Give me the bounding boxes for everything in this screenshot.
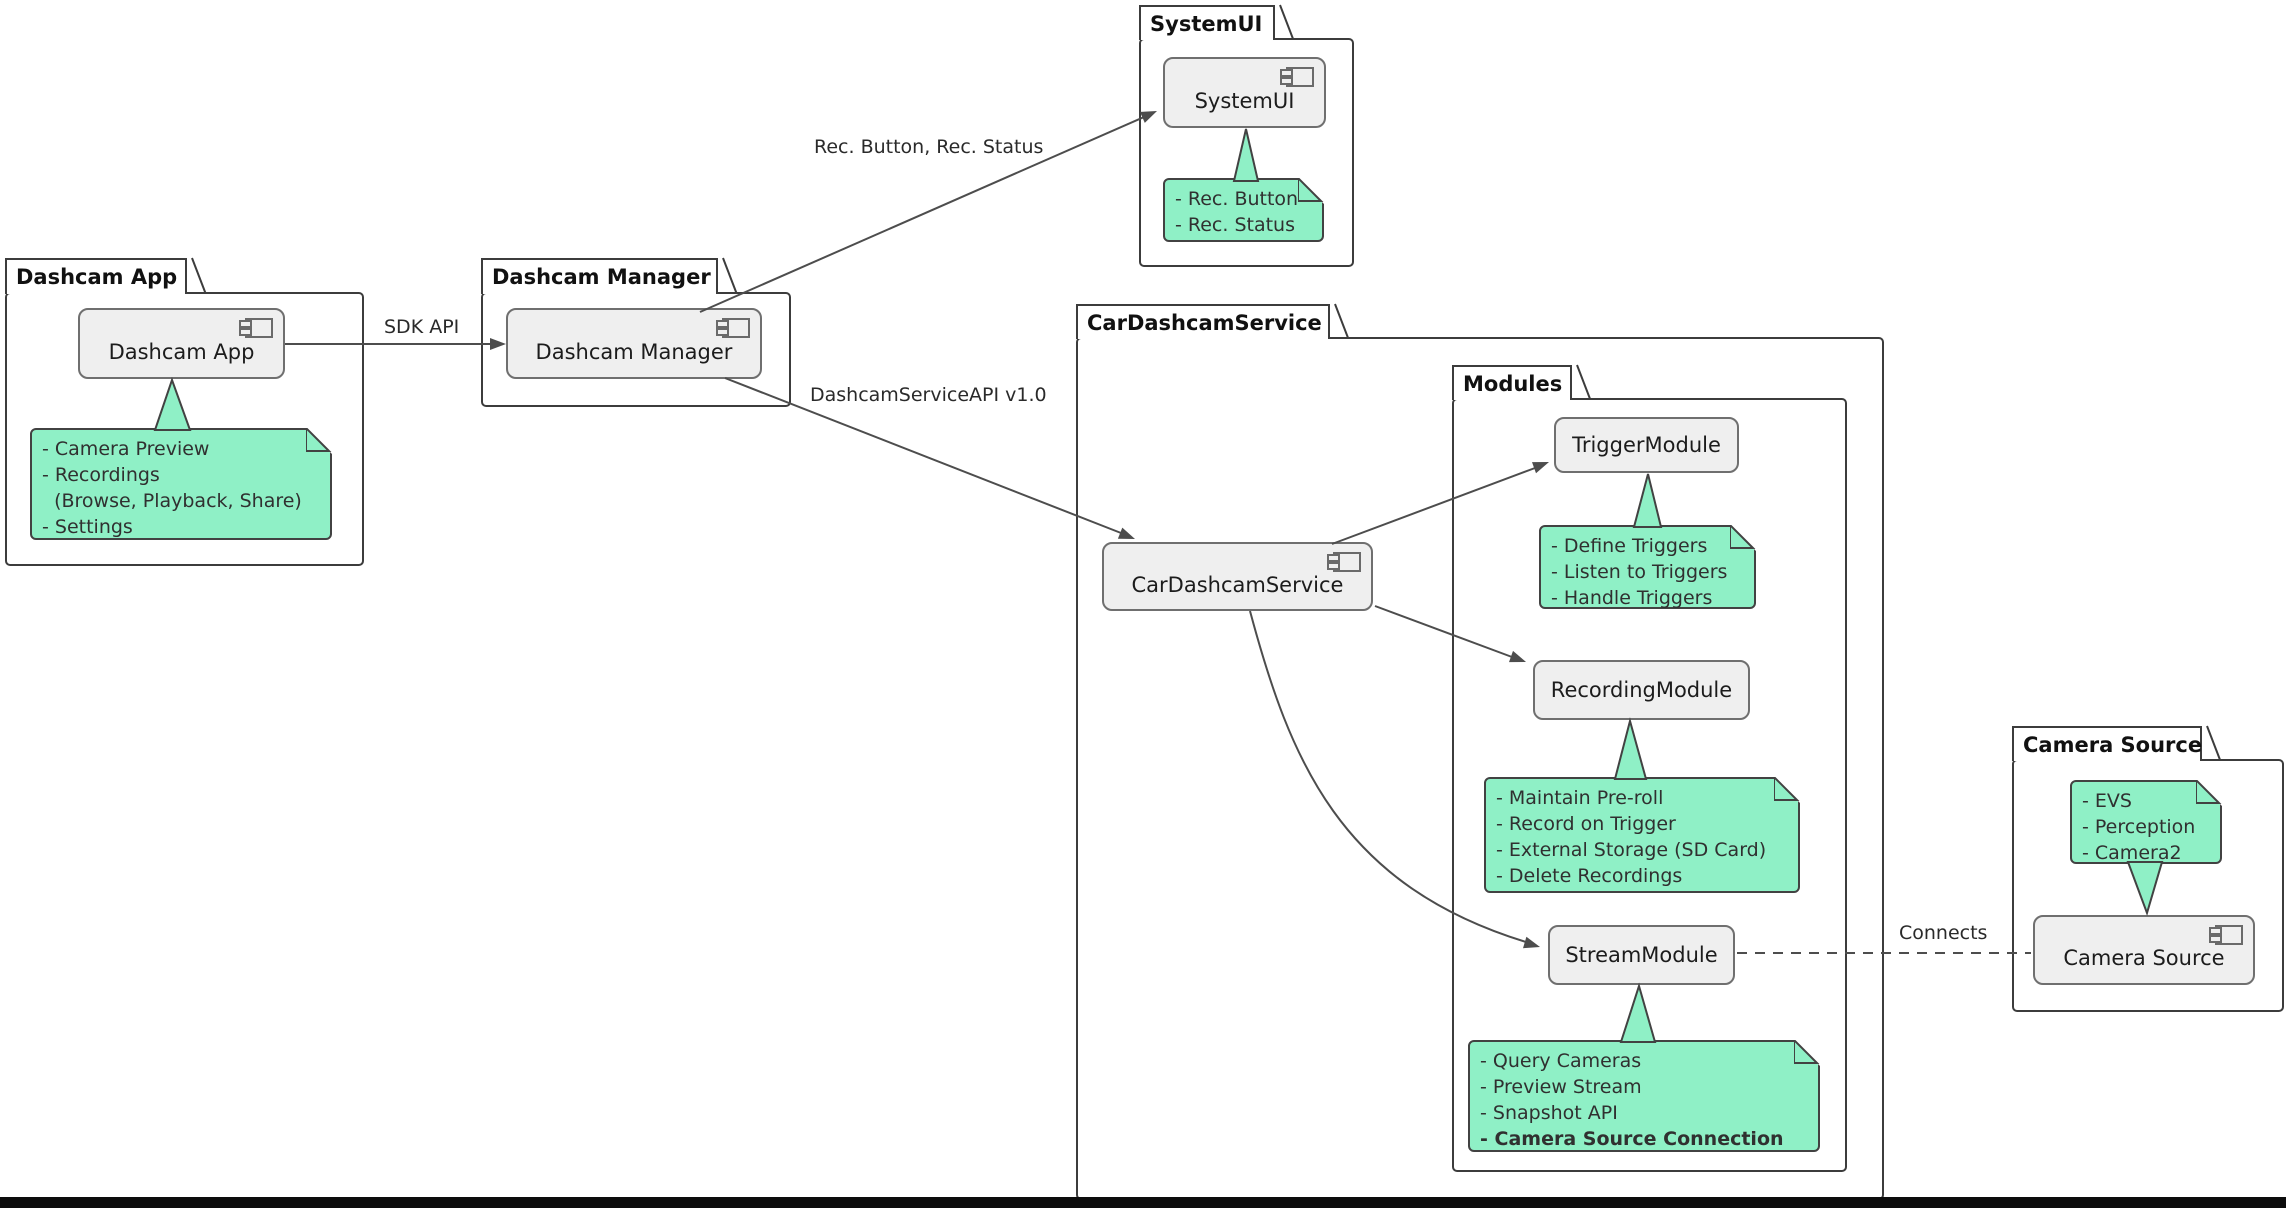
- edge-label-sdk-api: SDK API: [384, 316, 460, 338]
- note-line: - Settings: [42, 516, 133, 538]
- note-line: - Camera2: [2082, 842, 2182, 864]
- package-systemui-label: SystemUI: [1150, 12, 1263, 36]
- component-icon: [1327, 552, 1361, 572]
- edge-label-connects: Connects: [1899, 922, 1988, 944]
- note-line: - Recordings: [42, 464, 160, 486]
- component-recording-module-label: RecordingModule: [1550, 678, 1733, 702]
- package-dashcam-app-tab: Dashcam App: [5, 257, 207, 294]
- package-camera-source-tab: Camera Source: [2012, 725, 2222, 761]
- package-dashcam-manager-tab: Dashcam Manager: [481, 257, 738, 294]
- note-line-bold: - Camera Source Connection: [1480, 1128, 1784, 1150]
- note-line: - Define Triggers: [1551, 535, 1708, 557]
- note-line: - Camera Preview: [42, 438, 210, 460]
- component-stream-module-label: StreamModule: [1565, 943, 1718, 967]
- component-stream-module: StreamModule: [1548, 925, 1735, 985]
- component-camera-source: Camera Source: [2033, 915, 2255, 985]
- component-dashcam-app-label: Dashcam App: [108, 339, 255, 364]
- component-car-service-label: CarDashcamService: [1131, 572, 1344, 597]
- note-line: - Rec. Button: [1175, 188, 1299, 210]
- component-icon: [716, 318, 750, 338]
- note-line: - Perception: [2082, 816, 2196, 838]
- note-line: (Browse, Playback, Share): [42, 490, 302, 512]
- edge-label-rec-ui: Rec. Button, Rec. Status: [814, 136, 1044, 158]
- component-camera-source-label: Camera Source: [2063, 946, 2225, 970]
- note-line: - Record on Trigger: [1496, 813, 1676, 835]
- package-tab-slant: [1334, 303, 1350, 339]
- note-dashcam-app: - Camera Preview - Recordings (Browse, P…: [30, 428, 332, 540]
- package-camera-source-label: Camera Source: [2023, 733, 2203, 757]
- note-line: - Handle Triggers: [1551, 587, 1713, 609]
- component-dashcam-manager-label: Dashcam Manager: [535, 339, 733, 364]
- note-fold-icon: [1730, 525, 1756, 551]
- package-tab-slant: [2206, 725, 2222, 761]
- component-trigger-module-label: TriggerModule: [1572, 433, 1721, 457]
- note-line: - Rec. Status: [1175, 214, 1296, 236]
- note-line: - Delete Recordings: [1496, 865, 1683, 887]
- package-modules-label: Modules: [1463, 372, 1563, 396]
- package-dashcam-manager-label: Dashcam Manager: [492, 265, 711, 289]
- package-systemui-tab: SystemUI: [1139, 4, 1295, 40]
- package-modules-tab: Modules: [1452, 364, 1592, 400]
- note-camera-source: - EVS - Perception - Camera2: [2070, 780, 2222, 864]
- component-trigger-module: TriggerModule: [1554, 417, 1739, 473]
- component-systemui-label: SystemUI: [1194, 88, 1295, 113]
- note-trigger-module: - Define Triggers - Listen to Triggers -…: [1539, 525, 1756, 609]
- package-car-service-label: CarDashcamService: [1087, 311, 1322, 335]
- component-dashcam-manager: Dashcam Manager: [506, 308, 762, 379]
- component-icon: [2209, 925, 2243, 945]
- component-dashcam-app: Dashcam App: [78, 308, 285, 379]
- note-fold-icon: [1794, 1040, 1820, 1066]
- note-line: - Query Cameras: [1480, 1050, 1642, 1072]
- package-dashcam-app-label: Dashcam App: [16, 265, 178, 289]
- note-line: - Maintain Pre-roll: [1496, 787, 1664, 809]
- component-icon: [239, 318, 273, 338]
- note-fold-icon: [1774, 777, 1800, 803]
- component-recording-module: RecordingModule: [1533, 660, 1750, 720]
- note-line: - Listen to Triggers: [1551, 561, 1728, 583]
- component-car-service: CarDashcamService: [1102, 542, 1373, 611]
- note-fold-icon: [306, 428, 332, 454]
- package-tab-slant: [1279, 4, 1295, 40]
- package-tab-slant: [191, 257, 207, 294]
- note-systemui: - Rec. Button - Rec. Status: [1163, 178, 1324, 242]
- bottom-window-edge: [0, 1197, 2286, 1208]
- component-icon: [1280, 67, 1314, 87]
- note-recording-module: - Maintain Pre-roll - Record on Trigger …: [1484, 777, 1800, 893]
- note-line: - Snapshot API: [1480, 1102, 1618, 1124]
- note-line: - External Storage (SD Card): [1496, 839, 1767, 861]
- note-line: - Preview Stream: [1480, 1076, 1642, 1098]
- note-line: - EVS: [2082, 790, 2132, 812]
- package-car-service-tab: CarDashcamService: [1076, 303, 1350, 339]
- note-stream-module: - Query Cameras - Preview Stream - Snaps…: [1468, 1040, 1820, 1152]
- package-tab-slant: [722, 257, 738, 294]
- edge-label-service-api: DashcamServiceAPI v1.0: [810, 384, 1047, 406]
- note-fold-icon: [2196, 780, 2222, 806]
- note-fold-icon: [1298, 178, 1324, 204]
- component-systemui: SystemUI: [1163, 57, 1326, 128]
